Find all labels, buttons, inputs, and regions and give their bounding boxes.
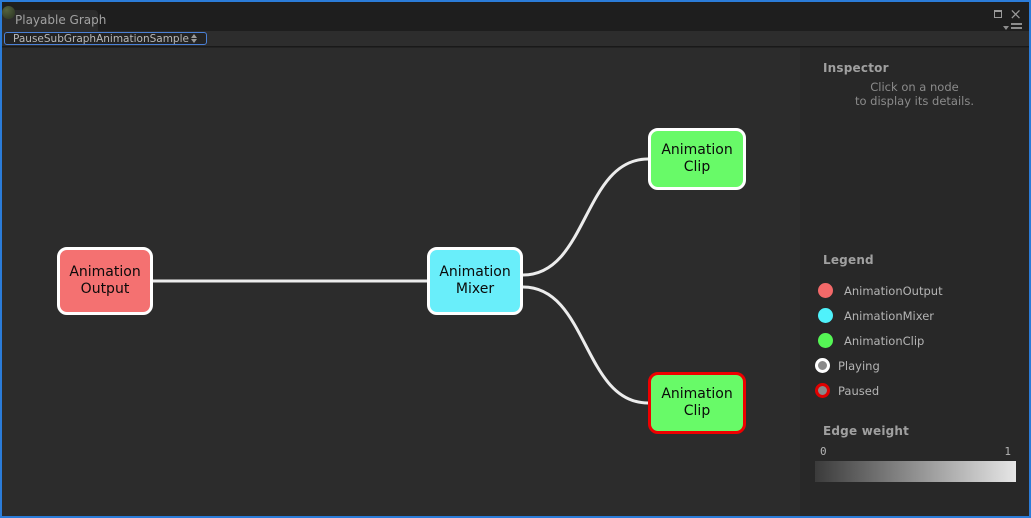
inspector-hint: Click on a node to display its details. — [800, 80, 1029, 109]
legend-item-animationmixer: AnimationMixer — [818, 303, 943, 328]
paused-swatch-icon — [815, 383, 830, 398]
inspector-title: Inspector — [823, 61, 889, 75]
titlebar: Playable Graph × — [2, 2, 1029, 33]
legend-list: AnimationOutput AnimationMixer Animation… — [815, 278, 943, 403]
inspector-hint-line2: to display its details. — [854, 93, 974, 108]
edge-weight-max: 1 — [1004, 445, 1011, 458]
main-content: Animation Output Animation Mixer Animati… — [2, 48, 1029, 516]
inspector-panel: Inspector Click on a node to display its… — [800, 48, 1029, 516]
legend-item-animationoutput: AnimationOutput — [818, 278, 943, 303]
maximize-icon[interactable] — [994, 10, 1003, 18]
dropdown-triangle-icon — [1003, 26, 1009, 30]
legend-item-paused: Paused — [815, 378, 943, 403]
toolbar: PauseSubGraphAnimationSample — [2, 31, 1029, 47]
close-icon[interactable]: × — [1009, 5, 1022, 23]
playing-swatch-icon — [815, 358, 830, 373]
updown-arrows-icon — [191, 34, 198, 43]
graph-selector-value: PauseSubGraphAnimationSample — [13, 32, 189, 45]
window-controls: × — [994, 5, 1022, 23]
tab-playable-graph[interactable]: Playable Graph — [2, 10, 106, 31]
animationmixer-swatch-icon — [818, 308, 833, 323]
node-animation-mixer[interactable]: Animation Mixer — [427, 247, 523, 315]
graph-edges — [151, 157, 650, 405]
node-animation-clip-bottom-paused[interactable]: Animation Clip — [648, 372, 746, 434]
edge-weight-gradient-bar — [815, 461, 1016, 482]
legend-label: AnimationClip — [844, 333, 925, 348]
legend-item-playing: Playing — [815, 353, 943, 378]
animationclip-swatch-icon — [818, 333, 833, 348]
legend-title: Legend — [823, 253, 874, 267]
edge-weight-min: 0 — [820, 445, 827, 458]
graph-selector-dropdown[interactable]: PauseSubGraphAnimationSample — [4, 32, 207, 45]
node-label: Animation Output — [69, 263, 141, 297]
legend-item-animationclip: AnimationClip — [818, 328, 943, 353]
graph-canvas[interactable]: Animation Output Animation Mixer Animati… — [2, 48, 800, 516]
node-label: Animation Clip — [661, 141, 733, 175]
legend-label: Playing — [838, 358, 880, 373]
edge-weight-scale-labels: 0 1 — [815, 445, 1016, 458]
app-circle-icon — [2, 6, 15, 19]
node-animation-clip-top[interactable]: Animation Clip — [648, 128, 746, 190]
edge-mixer-to-clip-top — [521, 157, 650, 277]
legend-label: AnimationOutput — [844, 283, 943, 298]
node-label: Animation Mixer — [439, 263, 511, 297]
inspector-hint-line1: Click on a node — [870, 80, 959, 94]
edge-weight-title: Edge weight — [823, 424, 910, 438]
legend-label: AnimationMixer — [844, 308, 935, 323]
edge-mixer-to-clip-bottom — [521, 285, 650, 405]
animationoutput-swatch-icon — [818, 283, 833, 298]
legend-label: Paused — [838, 383, 880, 398]
node-label: Animation Clip — [661, 385, 733, 419]
node-animation-output[interactable]: Animation Output — [57, 247, 153, 315]
